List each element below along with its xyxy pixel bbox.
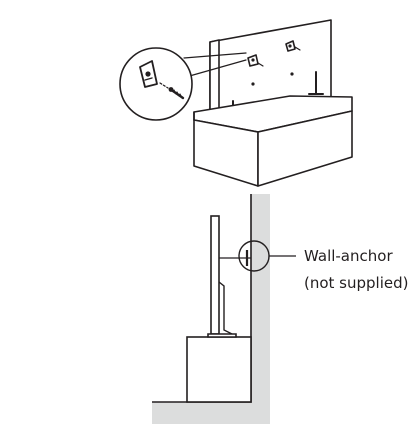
top-illustration [119,19,353,187]
callout-leader [185,59,247,78]
cabinet-side [186,336,252,403]
tv-side [207,215,237,338]
wall-anchor-label: Wall-anchor [304,247,393,265]
screw-icon [159,82,185,100]
tv-stand-cabinet [193,95,353,187]
not-supplied-label: (not supplied) [304,274,409,292]
bottom-illustration [152,194,296,424]
magnify-callout [119,47,193,121]
wall-anchor-icon [139,60,158,88]
callout-leader [183,52,247,59]
wall-section [152,194,270,424]
tv-bracket-right [285,40,301,52]
mounting-hole [251,82,255,86]
mounting-hole [290,72,294,76]
tv-bracket-left [247,54,264,67]
